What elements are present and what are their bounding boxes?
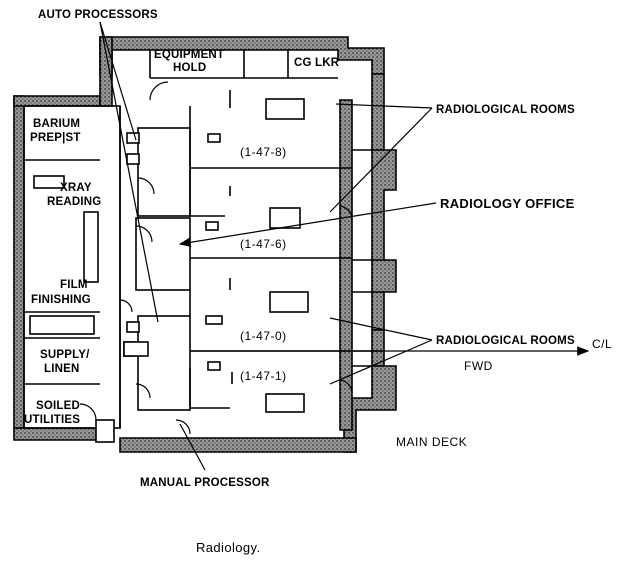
room-label-1: (1-47-8)	[240, 145, 287, 159]
barium-label-2: PREP|ST	[30, 132, 81, 144]
soiled-label-1: SOILED	[36, 400, 80, 412]
radiological-rooms-top-label: RADIOLOGICAL ROOMS	[436, 104, 575, 116]
figure-caption: Radiology.	[196, 540, 260, 555]
radiology-office-label: RADIOLOGY OFFICE	[440, 196, 575, 211]
xray-label-2: READING	[47, 196, 101, 208]
equipment-fixtures	[29, 98, 309, 443]
film-label-2: FINISHING	[31, 294, 91, 306]
room-label-3: (1-47-0)	[240, 329, 287, 343]
centerline-label: C/L	[592, 337, 612, 351]
barium-label-1: BARIUM	[33, 118, 80, 130]
cg-lkr-label: CG LKR	[294, 57, 340, 69]
manual-processor-label: MANUAL PROCESSOR	[140, 477, 270, 489]
supply-label-1: SUPPLY/	[40, 349, 90, 361]
room-label-2: (1-47-6)	[240, 237, 287, 251]
equipment-hold-label-1: EQUIPMENT	[154, 49, 224, 61]
radiological-rooms-bottom-label: RADIOLOGICAL ROOMS	[436, 335, 575, 347]
auto-processors-label: AUTO PROCESSORS	[38, 9, 158, 21]
xray-label-1: XRAY	[60, 182, 92, 194]
soiled-label-2: UTILITIES	[24, 414, 80, 426]
equipment-hold-label-2: HOLD	[173, 62, 206, 74]
film-label-1: FILM	[60, 279, 88, 291]
supply-label-2: LINEN	[44, 363, 80, 375]
leader-lines	[99, 21, 590, 471]
forward-label: FWD	[464, 359, 493, 373]
door-swings	[79, 81, 353, 435]
hull-walls	[13, 36, 397, 453]
main-deck-label: MAIN DECK	[396, 435, 467, 449]
room-label-4: (1-47-1)	[240, 369, 287, 383]
